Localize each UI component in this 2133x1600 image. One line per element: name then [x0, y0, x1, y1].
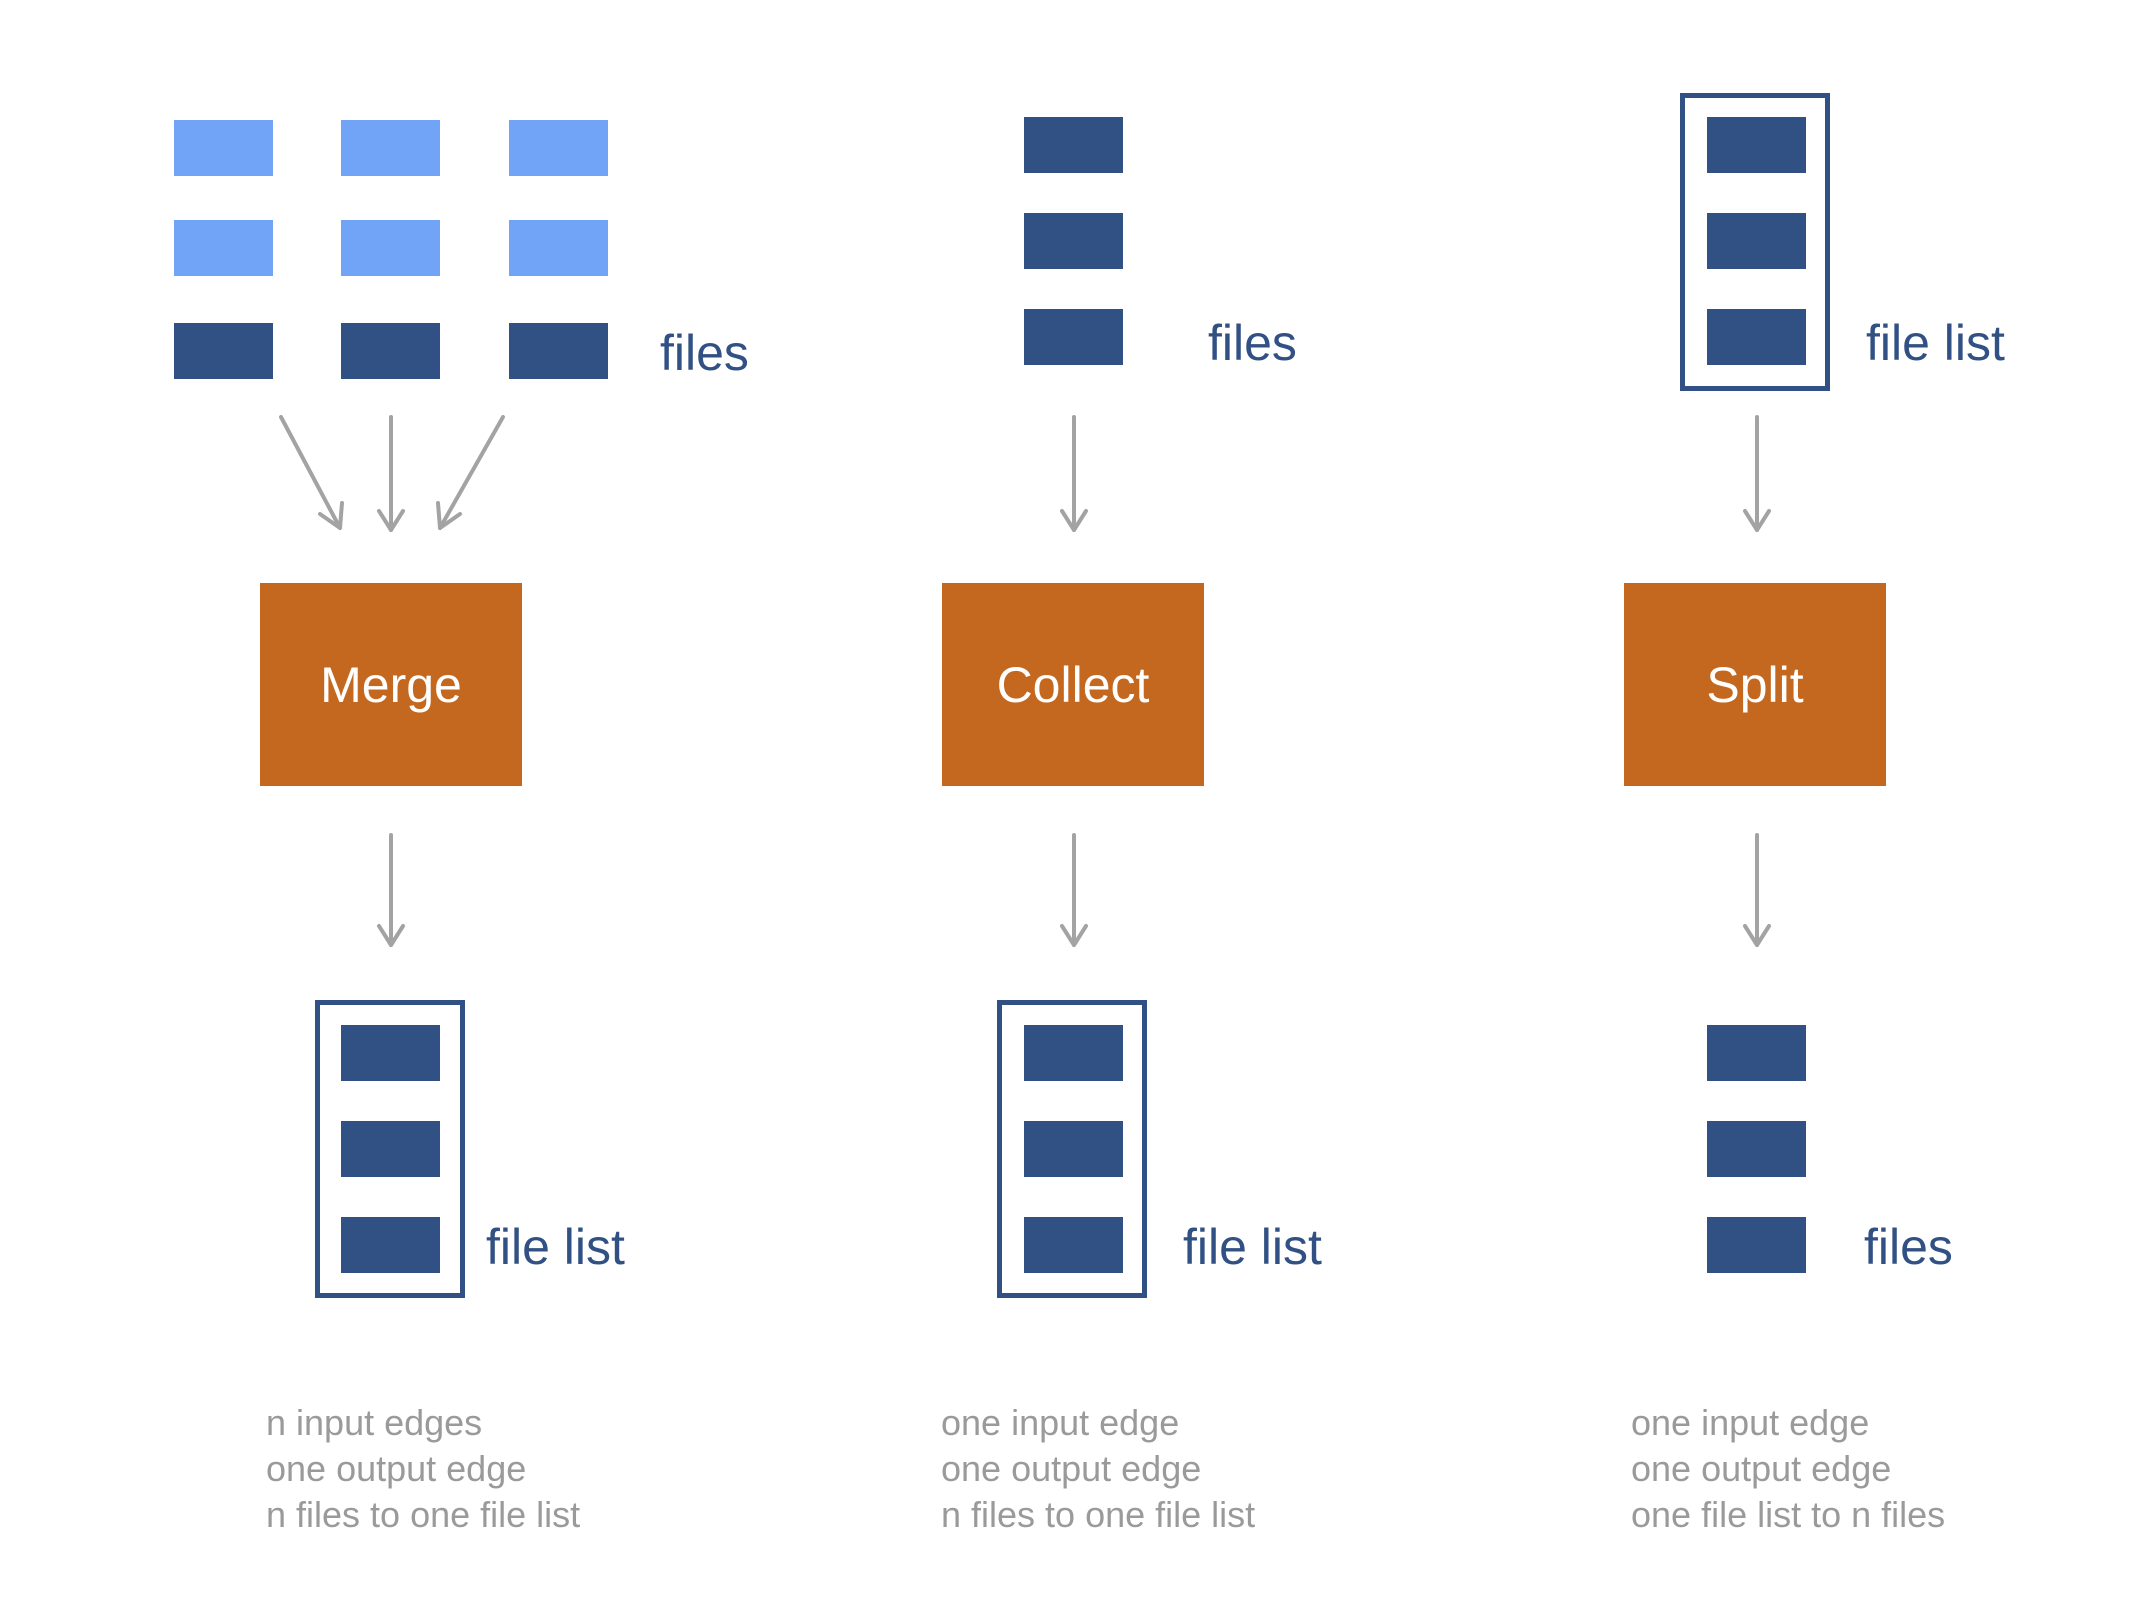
split-description-line: one file list to n files	[1631, 1494, 1946, 1535]
merge-input-file	[174, 220, 273, 276]
split-description-line: one input edge	[1631, 1402, 1870, 1443]
merge-input-file	[341, 323, 440, 379]
merge-description-line: n files to one file list	[266, 1494, 581, 1535]
collect-output-file-list-frame	[997, 1000, 1147, 1298]
collect-description-line: one input edge	[941, 1402, 1180, 1443]
split-output-file	[1707, 1217, 1806, 1273]
merge-input-label: files	[660, 325, 749, 381]
split-output-label: files	[1864, 1219, 1953, 1275]
merge-process-box: Merge	[260, 583, 522, 786]
merge-output-file-list-frame	[315, 1000, 465, 1298]
split-process-box: Split	[1624, 583, 1886, 786]
split-input-file	[1707, 309, 1806, 365]
merge-input-file	[509, 323, 608, 379]
collect-description-line: one output edge	[941, 1448, 1202, 1489]
split-output-file	[1707, 1121, 1806, 1177]
split-output-arrow	[1743, 833, 1771, 947]
split-output-file	[1707, 1025, 1806, 1081]
merge-input-file	[174, 120, 273, 176]
collect-output-arrow	[1060, 833, 1088, 947]
merge-process-label: Merge	[320, 656, 462, 713]
collect-input-label: files	[1208, 315, 1297, 371]
split-input-arrow	[1743, 415, 1771, 532]
collect-description: one input edge one output edge n files t…	[941, 1400, 1255, 1538]
collect-input-file	[1024, 117, 1123, 173]
merge-description: n input edges one output edge n files to…	[266, 1400, 580, 1538]
merge-output-file	[341, 1025, 440, 1081]
merge-input-arrow-center	[377, 415, 405, 532]
merge-input-file	[174, 323, 273, 379]
collect-output-file	[1024, 1121, 1123, 1177]
merge-input-file	[509, 120, 608, 176]
collect-input-arrow	[1060, 415, 1088, 532]
collect-output-file	[1024, 1217, 1123, 1273]
merge-output-file	[341, 1121, 440, 1177]
merge-description-line: n input edges	[266, 1402, 483, 1443]
merge-output-label: file list	[486, 1219, 625, 1275]
merge-input-file	[341, 220, 440, 276]
split-input-label: file list	[1866, 315, 2005, 371]
split-input-file	[1707, 213, 1806, 269]
collect-input-file	[1024, 309, 1123, 365]
split-input-file-list-frame	[1680, 93, 1830, 391]
collect-description-line: n files to one file list	[941, 1494, 1256, 1535]
merge-description-line: one output edge	[266, 1448, 527, 1489]
merge-input-file	[509, 220, 608, 276]
split-description-line: one output edge	[1631, 1448, 1892, 1489]
merge-output-arrow	[377, 833, 405, 947]
collect-input-file	[1024, 213, 1123, 269]
collect-output-label: file list	[1183, 1219, 1322, 1275]
merge-input-file	[341, 120, 440, 176]
merge-input-arrow-right	[436, 415, 505, 530]
collect-output-file	[1024, 1025, 1123, 1081]
split-description: one input edge one output edge one file …	[1631, 1400, 1945, 1538]
collect-process-label: Collect	[996, 656, 1150, 713]
collect-process-box: Collect	[942, 583, 1204, 786]
merge-output-file	[341, 1217, 440, 1273]
split-process-label: Split	[1706, 656, 1804, 713]
split-input-file	[1707, 117, 1806, 173]
merge-input-arrow-left	[279, 415, 344, 530]
